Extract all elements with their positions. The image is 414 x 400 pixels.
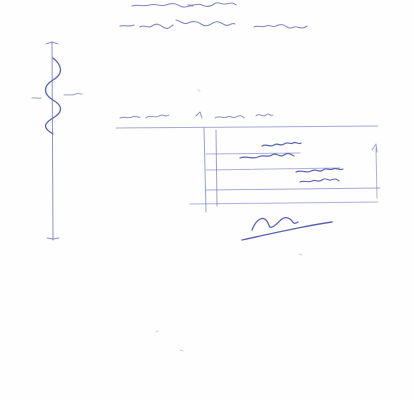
grid-row-3 bbox=[205, 187, 381, 191]
signature-squiggle bbox=[241, 216, 333, 241]
grid-vertical-1 bbox=[203, 127, 207, 213]
scan-specks bbox=[155, 89, 303, 352]
speck-3 bbox=[155, 330, 159, 333]
grid-row-2 bbox=[205, 167, 341, 171]
speck-4 bbox=[299, 253, 303, 256]
top-scribble-line-1 bbox=[131, 2, 237, 8]
grid-vertical-2 bbox=[215, 129, 218, 207]
entry-scribble-3 bbox=[295, 167, 344, 173]
axis-wave bbox=[44, 57, 62, 135]
axis-top-mark bbox=[45, 41, 59, 45]
table-sketch bbox=[115, 111, 381, 213]
axis-left-tick bbox=[31, 97, 42, 99]
vertical-axis-line bbox=[51, 41, 54, 241]
grid-row-1 bbox=[205, 152, 301, 155]
header-underline bbox=[115, 125, 379, 129]
header-scribble bbox=[119, 111, 274, 119]
entry-scribble-4 bbox=[299, 178, 340, 183]
axis-right-tick bbox=[63, 92, 83, 96]
speck-1 bbox=[197, 89, 201, 92]
grid-row-4 bbox=[189, 201, 379, 205]
entry-scribble-1 bbox=[261, 141, 302, 147]
entry-scribble-2 bbox=[239, 152, 295, 159]
grid-vertical-3 bbox=[375, 147, 378, 199]
signature-underline bbox=[241, 221, 333, 241]
vertical-axis-sketch bbox=[31, 41, 83, 241]
top-scribble-lines bbox=[119, 2, 308, 30]
speck-2 bbox=[179, 349, 184, 352]
axis-bottom-mark bbox=[46, 237, 60, 240]
entry-tick-mark bbox=[371, 143, 378, 153]
top-scribble-line-2 bbox=[119, 19, 308, 30]
signature-body bbox=[251, 216, 299, 231]
